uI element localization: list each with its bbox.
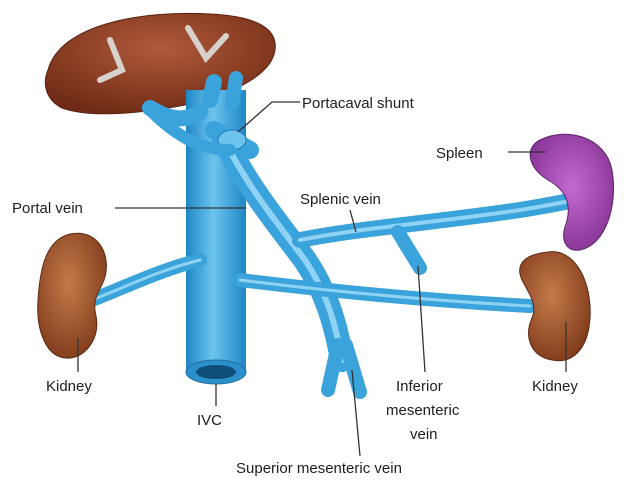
splenic-vein-label: Splenic vein — [300, 191, 381, 208]
portal-vein-label: Portal vein — [12, 200, 83, 217]
superior-mesenteric-vein-label: Superior mesenteric vein — [236, 460, 402, 477]
portacaval-shunt-label: Portacaval shunt — [302, 95, 415, 112]
inferior-mesenteric-label-line3: vein — [410, 426, 438, 443]
kidney-right-label: Kidney — [532, 378, 578, 395]
ivc-label: IVC — [197, 412, 222, 429]
kidney-left-label: Kidney — [46, 378, 92, 395]
inferior-mesenteric-label-line2: mesenteric — [386, 402, 460, 419]
left-kidney-shape — [38, 233, 107, 358]
veins — [92, 78, 585, 392]
inferior-mesenteric-label-line1: Inferior — [396, 378, 443, 395]
spleen-label: Spleen — [436, 145, 483, 162]
